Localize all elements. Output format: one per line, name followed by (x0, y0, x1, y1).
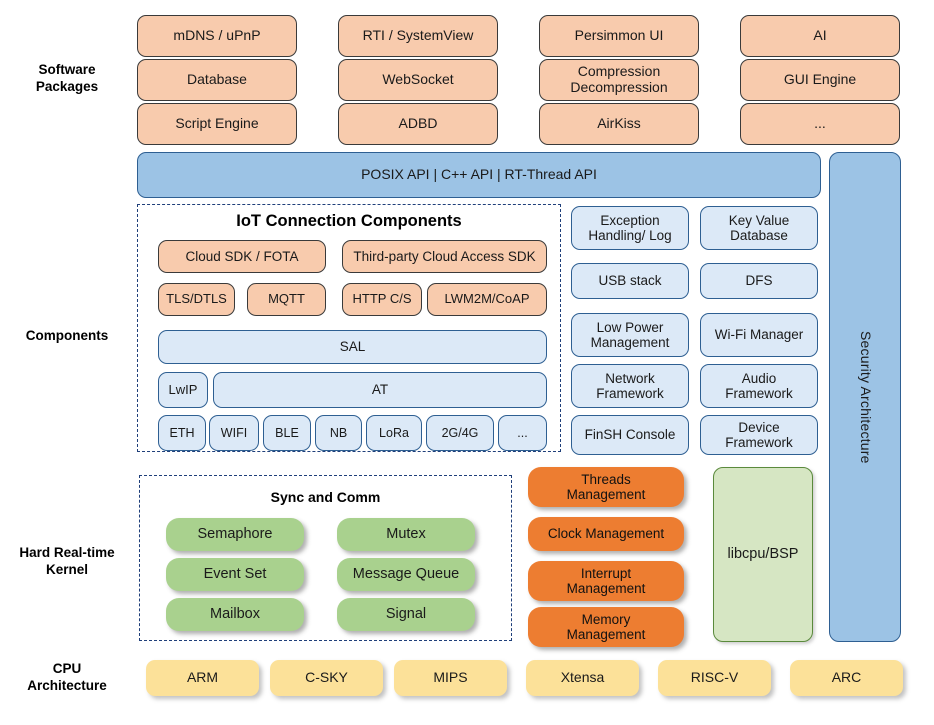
kernel-management-box[interactable]: Clock Management (528, 517, 684, 551)
iot-link-box[interactable]: ETH (158, 415, 206, 451)
cpu-arch-box[interactable]: MIPS (394, 660, 507, 696)
component-service-box[interactable]: USB stack (571, 263, 689, 299)
component-service-box[interactable]: Audio Framework (700, 364, 818, 408)
iot-link-box[interactable]: NB (315, 415, 362, 451)
iot-link-box[interactable]: WIFI (209, 415, 259, 451)
iot-link-box[interactable]: BLE (263, 415, 311, 451)
component-service-box[interactable]: Network Framework (571, 364, 689, 408)
package-box[interactable]: Compression Decompression (539, 59, 699, 101)
cpu-arch-box[interactable]: Xtensa (526, 660, 639, 696)
cpu-arch-box[interactable]: ARM (146, 660, 259, 696)
kernel-sync-box[interactable]: Mailbox (166, 598, 304, 631)
component-service-box[interactable]: DFS (700, 263, 818, 299)
api-bar[interactable]: POSIX API | C++ API | RT-Thread API (137, 152, 821, 198)
row-label-components: Components (25, 327, 109, 343)
component-service-box[interactable]: Wi-Fi Manager (700, 313, 818, 357)
package-box[interactable]: Persimmon UI (539, 15, 699, 57)
sync-and-comm-group (139, 475, 512, 641)
security-architecture-column[interactable]: Security Architecture (829, 152, 901, 642)
component-service-box[interactable]: Device Framework (700, 415, 818, 455)
row-label-kernel: Hard Real-time Kernel (19, 545, 115, 577)
iot-at-box[interactable]: AT (213, 372, 547, 408)
iot-link-box[interactable]: 2G/4G (426, 415, 494, 451)
component-service-box[interactable]: Exception Handling/ Log (571, 206, 689, 250)
package-box[interactable]: WebSocket (338, 59, 498, 101)
iot-link-box[interactable]: ... (498, 415, 547, 451)
package-box[interactable]: ADBD (338, 103, 498, 145)
package-box[interactable]: Database (137, 59, 297, 101)
component-service-box[interactable]: Low Power Management (571, 313, 689, 357)
row-label-software-packages: Software Packages (35, 62, 99, 94)
package-box[interactable]: AirKiss (539, 103, 699, 145)
kernel-management-box[interactable]: Interrupt Management (528, 561, 684, 601)
component-service-box[interactable]: Key Value Database (700, 206, 818, 250)
iot-connection-group (137, 204, 561, 452)
sync-and-comm-title: Sync and Comm (270, 489, 381, 505)
cpu-arch-box[interactable]: C-SKY (270, 660, 383, 696)
component-service-box[interactable]: FinSH Console (571, 415, 689, 455)
cpu-arch-box[interactable]: ARC (790, 660, 903, 696)
security-architecture-label: Security Architecture (857, 330, 874, 464)
package-box[interactable]: GUI Engine (740, 59, 900, 101)
package-box[interactable]: ... (740, 103, 900, 145)
iot-protocol-box[interactable]: TLS/DTLS (158, 283, 235, 316)
package-box[interactable]: RTI / SystemView (338, 15, 498, 57)
kernel-sync-box[interactable]: Message Queue (337, 558, 475, 591)
iot-connection-title: IoT Connection Components (236, 212, 462, 230)
iot-protocol-box[interactable]: MQTT (247, 283, 326, 316)
iot-protocol-box[interactable]: LWM2M/CoAP (427, 283, 547, 316)
libcpu-bsp-box[interactable]: libcpu/BSP (713, 467, 813, 642)
kernel-sync-box[interactable]: Signal (337, 598, 475, 631)
row-label-cpu-architecture: CPU Architecture (27, 661, 107, 693)
package-box[interactable]: mDNS / uPnP (137, 15, 297, 57)
cpu-arch-box[interactable]: RISC-V (658, 660, 771, 696)
kernel-management-box[interactable]: Threads Management (528, 467, 684, 507)
kernel-sync-box[interactable]: Mutex (337, 518, 475, 551)
package-box[interactable]: AI (740, 15, 900, 57)
iot-link-box[interactable]: LoRa (366, 415, 422, 451)
iot-sal-box[interactable]: SAL (158, 330, 547, 364)
iot-cloud-box[interactable]: Cloud SDK / FOTA (158, 240, 326, 273)
kernel-management-box[interactable]: Memory Management (528, 607, 684, 647)
iot-protocol-box[interactable]: HTTP C/S (342, 283, 422, 316)
kernel-sync-box[interactable]: Semaphore (166, 518, 304, 551)
kernel-sync-box[interactable]: Event Set (166, 558, 304, 591)
iot-lwip-box[interactable]: LwIP (158, 372, 208, 408)
iot-cloud-box[interactable]: Third-party Cloud Access SDK (342, 240, 547, 273)
package-box[interactable]: Script Engine (137, 103, 297, 145)
